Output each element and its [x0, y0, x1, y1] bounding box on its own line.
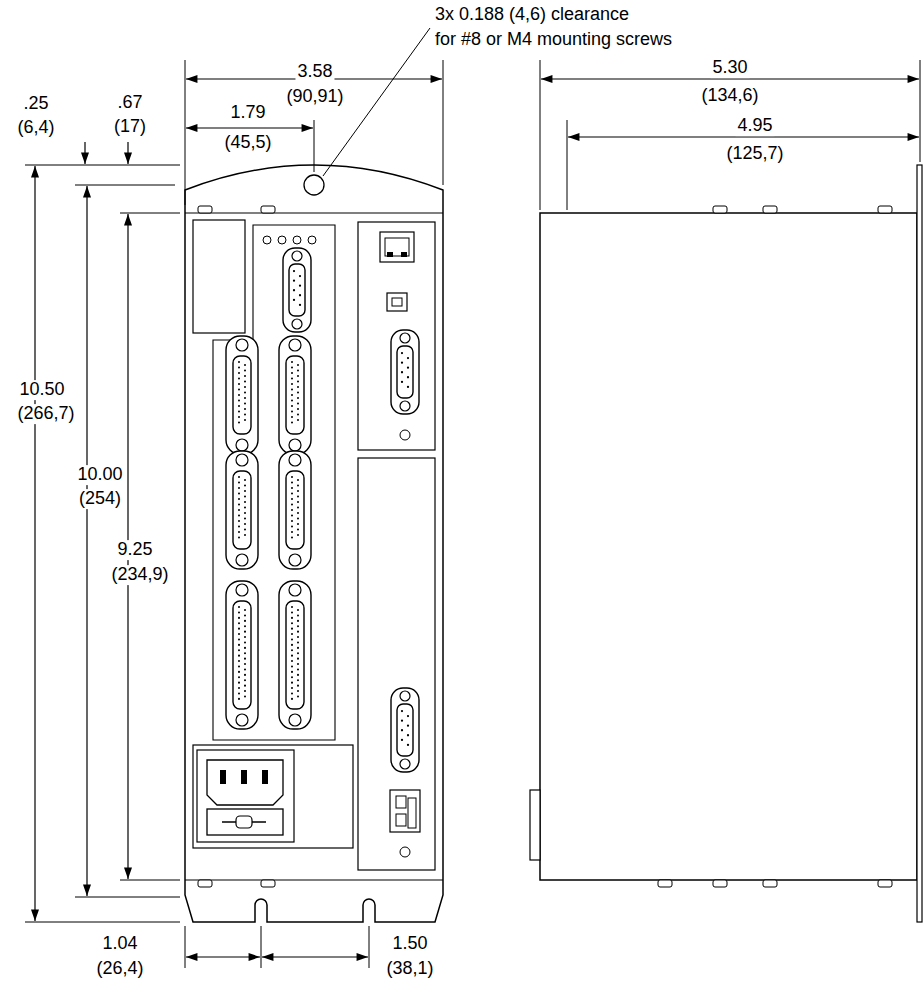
dimension-label: (134,6): [699, 86, 760, 106]
dimension-label: 1.79: [228, 103, 267, 123]
dimension-label: 10.50: [17, 380, 66, 400]
dimension-label: 5.30: [710, 58, 749, 78]
dimension-label: (45,5): [222, 133, 273, 153]
dimension-label: 1.50: [390, 934, 429, 954]
dimension-label: .67: [115, 93, 144, 113]
dimension-label: (26,4): [94, 959, 145, 979]
dimension-label: .25: [21, 94, 50, 114]
dimension-label: 10.00: [75, 465, 124, 485]
dimension-label: 3.58: [295, 62, 334, 82]
dimension-label: (6,4): [15, 118, 56, 138]
dimension-label: (38,1): [384, 959, 435, 979]
dimension-label: (125,7): [724, 144, 785, 164]
dimension-label: 3x 0.188 (4,6) clearance: [433, 5, 631, 25]
dimension-label: 1.04: [100, 934, 139, 954]
dimension-label: (90,91): [284, 87, 345, 107]
dimension-label: (266,7): [15, 404, 76, 424]
dimension-label: 4.95: [735, 116, 774, 136]
dimension-label: (234,9): [109, 565, 170, 585]
dimension-label: for #8 or M4 mounting screws: [433, 30, 674, 50]
dimension-label: (17): [112, 117, 148, 137]
dimension-label: (254): [77, 489, 123, 509]
dimension-label: 9.25: [115, 540, 154, 560]
